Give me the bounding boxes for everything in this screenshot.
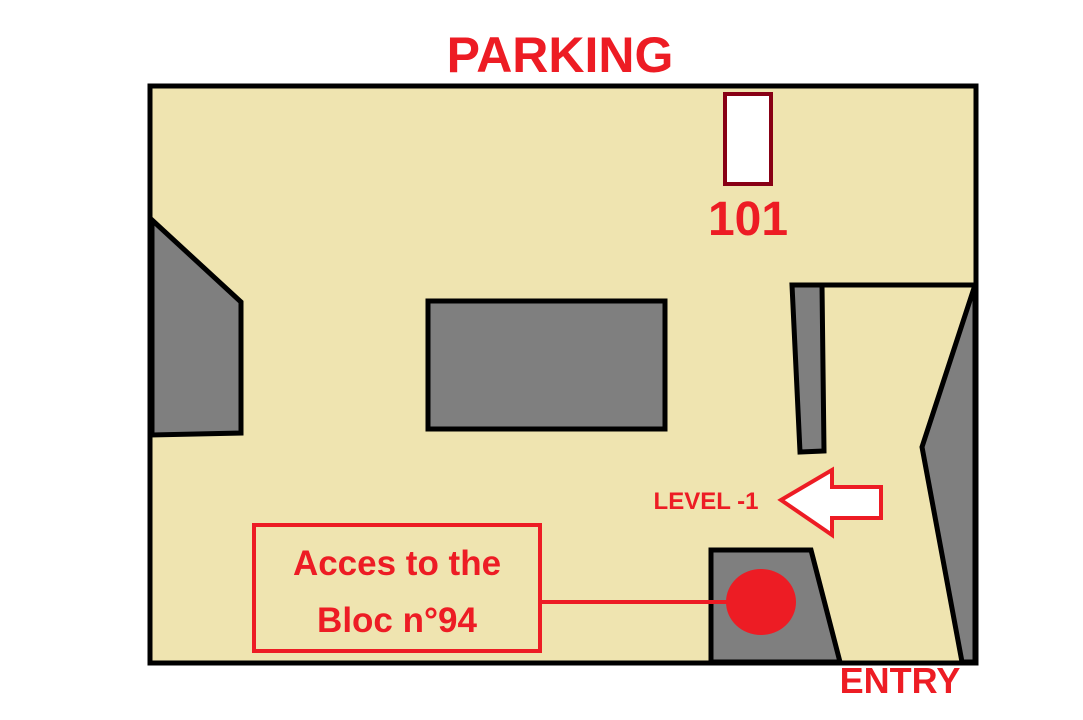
- ramp-divider-wall: [789, 282, 827, 455]
- map-title: PARKING: [447, 27, 674, 83]
- parking-spot-101[interactable]: [723, 92, 773, 186]
- left-wall-block: [149, 214, 244, 438]
- direction-arrow-left-icon: [777, 466, 883, 539]
- access-label-line1: Acces to the: [293, 544, 501, 583]
- right-ramp-wall: [919, 284, 978, 665]
- entry-label: ENTRY: [840, 660, 961, 701]
- access-callout-box: [252, 523, 542, 653]
- spot-number: 101: [708, 193, 788, 246]
- access-label-line2: Bloc n°94: [317, 601, 477, 640]
- level-label: LEVEL -1: [654, 488, 759, 515]
- access-point-marker[interactable]: [726, 569, 796, 635]
- central-pillar: [425, 298, 668, 432]
